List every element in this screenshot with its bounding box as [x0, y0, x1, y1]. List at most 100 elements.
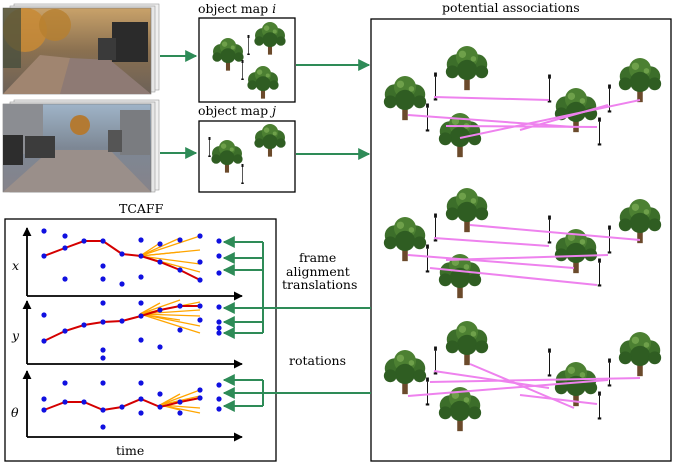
track-plot-theta [41, 380, 222, 430]
measurement-point [138, 410, 144, 416]
measurement-point [138, 274, 144, 280]
object-map-i-title: object map i [198, 1, 276, 16]
measurement-point [157, 241, 163, 247]
hypothesis-branch [139, 255, 201, 265]
measurement-point [216, 238, 222, 244]
measurement-point [62, 276, 68, 282]
measurement-point [177, 303, 183, 309]
hypothesis-branch [159, 389, 201, 406]
camera-frames-j [2, 99, 160, 193]
measurement-point [197, 277, 203, 283]
translations-label: translations [282, 277, 357, 292]
measurement-point [100, 380, 106, 386]
measurement-point [119, 404, 125, 410]
track-plot-y [41, 299, 222, 361]
rotations-label: rotations [289, 353, 346, 368]
translation-feedback-arrows [222, 236, 371, 339]
potential-associations-title: potential associations [442, 0, 580, 15]
measurement-point [216, 319, 222, 325]
measurement-point [100, 424, 106, 430]
measurement-point [197, 259, 203, 265]
measurement-point [138, 313, 144, 319]
rotation-feedback-arrows [222, 374, 371, 412]
measurement-point [100, 355, 106, 361]
measurement-point [157, 391, 163, 397]
measurement-point [100, 276, 106, 282]
measurement-point [41, 338, 47, 344]
measurement-point [177, 399, 183, 405]
alignment-label: alignment [286, 264, 350, 279]
measurement-point [41, 396, 47, 402]
measurement-point [138, 396, 144, 402]
measurement-point [216, 304, 222, 310]
frame-label: frame [299, 250, 336, 265]
measurement-point [100, 319, 106, 325]
measurement-point [62, 245, 68, 251]
hypothesis-branch [139, 313, 201, 317]
measurement-point [177, 410, 183, 416]
measurement-point [197, 317, 203, 323]
measurement-point [138, 237, 144, 243]
measurement-point [81, 322, 87, 328]
measurement-point [177, 267, 183, 273]
hypothesis-branch [139, 235, 201, 257]
measurement-point [81, 238, 87, 244]
measurement-point [216, 253, 222, 259]
measurement-point [62, 380, 68, 386]
hypothesis-branch [139, 299, 181, 315]
measurement-point [216, 270, 222, 276]
axes [22, 227, 243, 442]
axis-label-y: y [11, 328, 20, 343]
measurement-point [216, 406, 222, 412]
hypothesis-branch [139, 313, 201, 327]
measurement-point [197, 395, 203, 401]
camera-frames-i [2, 3, 160, 95]
measurement-point [216, 330, 222, 336]
measurement-point [197, 303, 203, 309]
measurement-point [197, 387, 203, 393]
measurement-point [177, 327, 183, 333]
measurement-point [138, 300, 144, 306]
measurement-point [41, 228, 47, 234]
axis-label-theta: θ [11, 405, 19, 420]
hypothesis-branch [139, 313, 201, 334]
axis-label-x: x [12, 258, 19, 273]
measurement-point [62, 233, 68, 239]
measurement-point [216, 325, 222, 331]
association-hypothesis-1 [382, 46, 663, 159]
measurement-point [138, 380, 144, 386]
measurement-point [100, 263, 106, 269]
measurement-point [100, 300, 106, 306]
tcaff-title: TCAFF [119, 201, 164, 216]
measurement-point [216, 396, 222, 402]
object-map-j-title: object map j [198, 103, 276, 118]
measurement-point [119, 281, 125, 287]
measurement-point [41, 407, 47, 413]
measurement-point [177, 237, 183, 243]
measurement-point [138, 337, 144, 343]
measurement-point [119, 251, 125, 257]
measurement-point [157, 404, 163, 410]
measurement-point [62, 399, 68, 405]
measurement-point [100, 407, 106, 413]
measurement-point [119, 318, 125, 324]
axis-label-time: time [116, 443, 144, 458]
measurement-point [41, 312, 47, 318]
measurement-point [62, 328, 68, 334]
measurement-point [157, 307, 163, 313]
hypothesis-branch [139, 251, 181, 257]
measurement-point [138, 253, 144, 259]
measurement-point [197, 233, 203, 239]
measurement-point [157, 344, 163, 350]
measurement-point [41, 253, 47, 259]
measurement-point [157, 259, 163, 265]
measurement-point [100, 347, 106, 353]
track-plot-x [41, 228, 222, 287]
hypothesis-branch [139, 237, 181, 257]
measurement-point [81, 399, 87, 405]
association-hypothesis-2 [382, 188, 663, 300]
measurement-point [100, 238, 106, 244]
measurement-point [216, 382, 222, 388]
association-hypothesis-3 [382, 321, 663, 433]
